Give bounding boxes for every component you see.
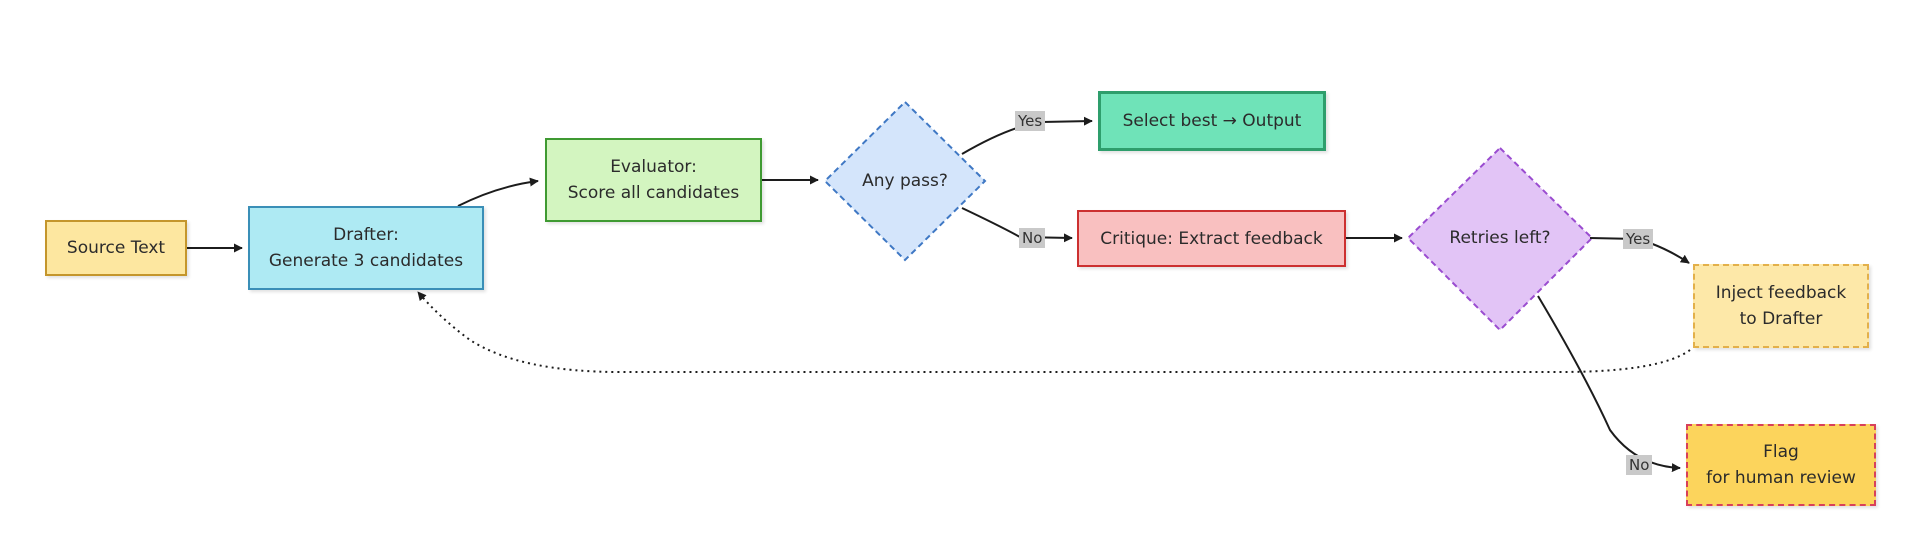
edge-label-yes-inject: Yes — [1623, 229, 1654, 249]
drafter-node: Drafter: Generate 3 candidates — [248, 206, 484, 290]
source-text-node: Source Text — [45, 220, 187, 276]
retries-left-label: Retries left? — [1449, 228, 1551, 248]
edge-drafter-to-evaluator — [457, 177, 539, 207]
select-best-node: Select best → Output — [1098, 91, 1326, 151]
inject-feedback-node: Inject feedback to Drafter — [1693, 264, 1869, 348]
edge-label-no-flag: No — [1626, 455, 1653, 475]
evaluator-title: Evaluator: — [610, 157, 697, 177]
select-best-label: Select best → Output — [1122, 111, 1302, 131]
any-pass-diamond — [823, 100, 987, 262]
drafter-title: Drafter: — [333, 225, 399, 245]
any-pass-label: Any pass? — [862, 171, 948, 191]
source-text-label: Source Text — [66, 238, 166, 258]
critique-node: Critique: Extract feedback — [1077, 210, 1346, 267]
flag-title: Flag — [1763, 442, 1799, 462]
evaluator-node: Evaluator: Score all candidates — [545, 138, 762, 222]
inject-feedback-title: Inject feedback — [1715, 283, 1847, 303]
inject-feedback-subtitle: to Drafter — [1739, 309, 1823, 329]
edge-label-yes-select: Yes — [1015, 111, 1046, 131]
flag-subtitle: for human review — [1706, 468, 1856, 488]
retries-left-diamond — [1406, 146, 1594, 332]
drafter-subtitle: Generate 3 candidates — [268, 251, 464, 271]
edge-inject-to-drafter-feedback — [417, 291, 1691, 373]
edge-label-no-critique: No — [1019, 228, 1046, 248]
flag-node: Flag for human review — [1686, 424, 1876, 506]
evaluator-subtitle: Score all candidates — [567, 183, 740, 203]
critique-label: Critique: Extract feedback — [1100, 228, 1323, 249]
edge-any-pass-to-critique — [961, 207, 1073, 243]
edge-retries-to-flag — [1537, 295, 1681, 473]
